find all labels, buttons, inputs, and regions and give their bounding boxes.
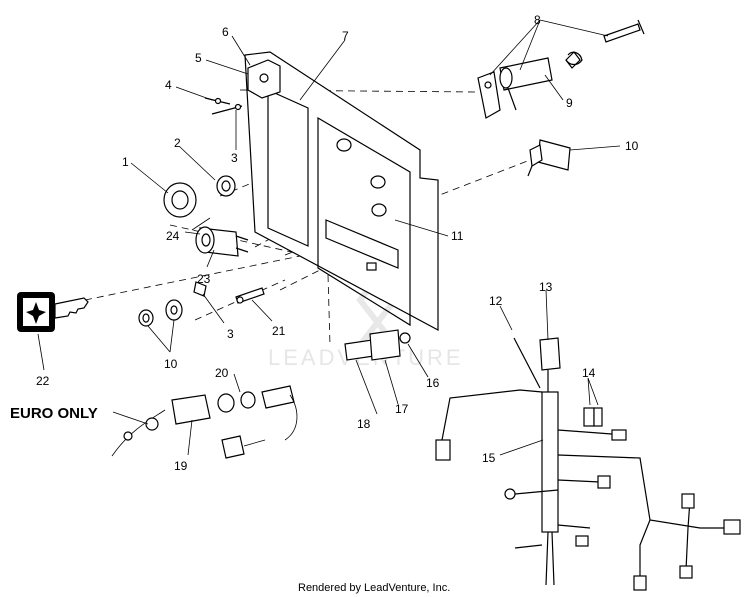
callout-5: 5 <box>195 51 202 65</box>
callout-14: 14 <box>582 366 596 380</box>
callout-7: 7 <box>342 29 349 43</box>
callout-18: 18 <box>357 417 371 431</box>
callout-2: 2 <box>174 136 181 150</box>
switch-fasteners <box>138 281 265 327</box>
callout-17: 17 <box>395 402 409 416</box>
callout-19: 19 <box>174 459 188 473</box>
callout-1: 1 <box>122 155 129 169</box>
dash-panel <box>244 51 439 332</box>
screws-top <box>204 97 243 115</box>
euro-switch-kit <box>111 385 298 459</box>
callout-3-bottom: 3 <box>227 327 234 341</box>
washer <box>216 175 236 197</box>
callout-21: 21 <box>272 324 286 338</box>
callout-8: 8 <box>534 13 541 27</box>
callout-20: 20 <box>215 366 229 380</box>
callout-15: 15 <box>482 451 496 465</box>
render-credit: Rendered by LeadVenture, Inc. <box>298 582 450 594</box>
callout-12: 12 <box>489 294 503 308</box>
callout-3-top: 3 <box>231 151 238 165</box>
nut <box>163 182 197 218</box>
callout-10-left: 10 <box>164 357 178 371</box>
leader-lines <box>37 19 621 456</box>
callout-6: 6 <box>222 25 229 39</box>
hood-switch-assembly <box>477 19 645 119</box>
toggle-switch <box>527 139 571 177</box>
callout-labels: 8 7 6 5 4 9 3 2 10 1 11 24 23 13 12 21 3… <box>10 13 639 594</box>
callout-16: 16 <box>426 376 440 390</box>
callout-4: 4 <box>165 78 172 92</box>
key <box>17 292 89 332</box>
ignition-switch <box>191 217 249 257</box>
callout-23: 23 <box>197 272 211 286</box>
callout-13: 13 <box>539 280 553 294</box>
mounting-bracket <box>247 59 281 99</box>
callout-9: 9 <box>566 96 573 110</box>
wiring-harness <box>435 337 741 591</box>
callout-24: 24 <box>166 229 180 243</box>
mounting-clips <box>344 329 411 361</box>
euro-only-note: EURO ONLY <box>10 405 98 422</box>
callout-10-right: 10 <box>625 139 639 153</box>
callout-11: 11 <box>451 229 464 243</box>
callout-22: 22 <box>36 374 50 388</box>
